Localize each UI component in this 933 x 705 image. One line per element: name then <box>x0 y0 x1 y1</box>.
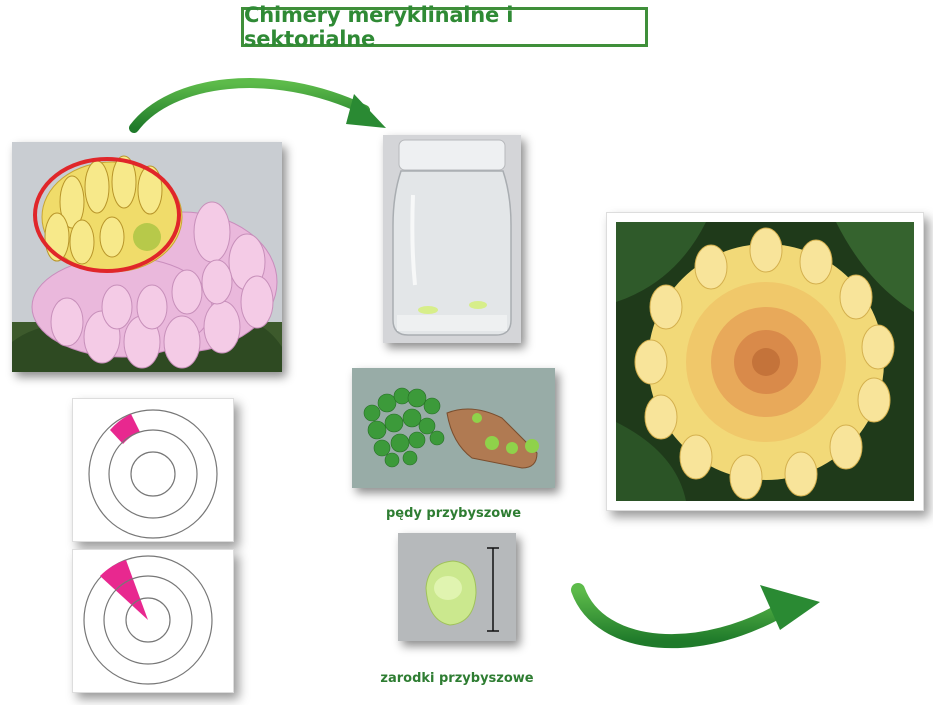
sector-diagram-large <box>72 549 234 693</box>
sector-small-image <box>88 409 218 539</box>
embryo-image <box>398 533 516 641</box>
chimera-flower-image <box>12 142 282 372</box>
shoots-image <box>352 368 555 488</box>
adventitious-shoots-photo <box>352 368 555 488</box>
page-title: Chimery meryklinalne i sektorialne <box>241 3 648 51</box>
adventitious-embryo-photo <box>398 533 516 641</box>
sector-large-image <box>83 555 213 685</box>
culture-jar-photo <box>383 135 521 343</box>
regenerated-flower-frame <box>606 212 924 511</box>
shoots-caption: pędy przybyszowe <box>385 506 522 521</box>
title-text: Chimery meryklinalne i sektorialne <box>244 3 514 51</box>
jar-image <box>383 135 521 343</box>
yellow-flower-image <box>616 222 914 501</box>
highlight-ellipse <box>33 157 181 273</box>
embryos-caption: zarodki przybyszowe <box>380 671 534 686</box>
chimera-flower-photo <box>12 142 282 372</box>
bottom-curved-arrow-icon <box>571 583 820 649</box>
sector-diagram-small <box>72 398 234 542</box>
top-curved-arrow-icon <box>129 78 386 133</box>
